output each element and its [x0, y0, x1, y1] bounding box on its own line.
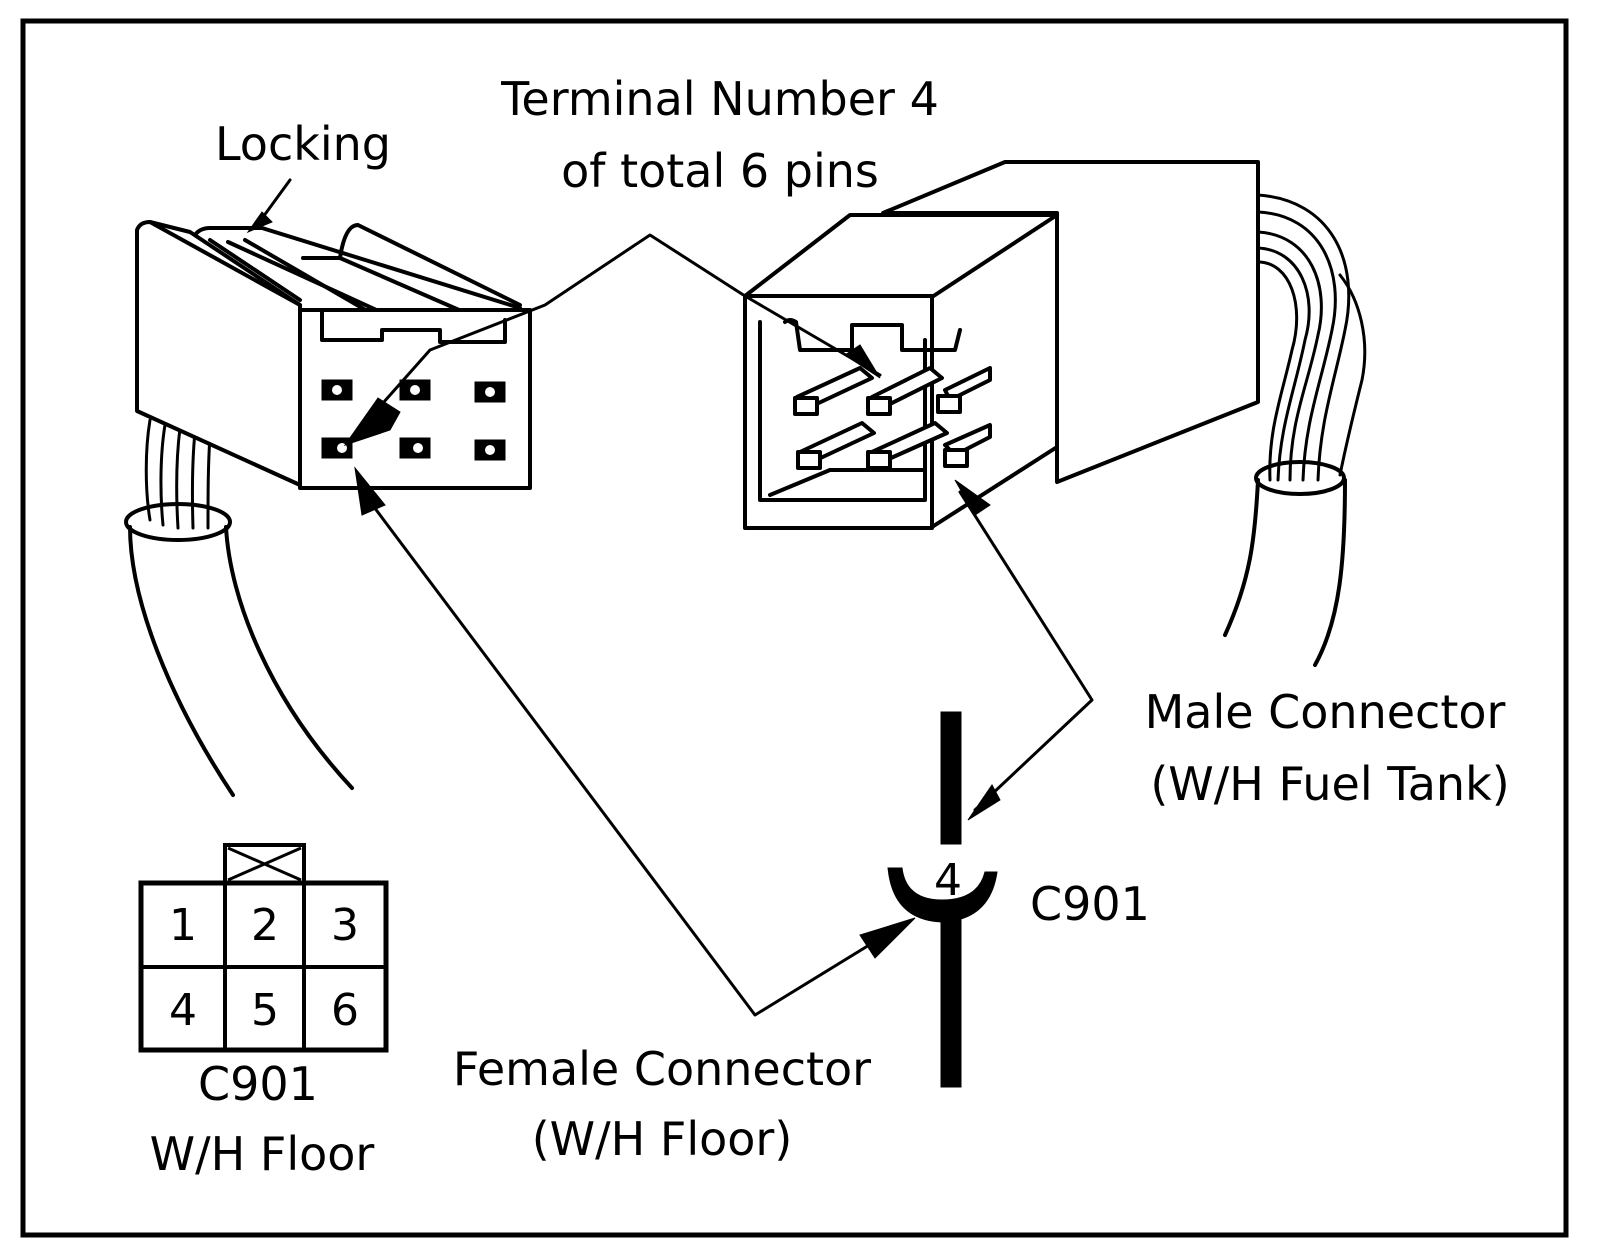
locking-label: Locking: [215, 117, 391, 171]
male-connector-illustration: [743, 160, 1367, 667]
pin-layout-harness: W/H Floor: [150, 1127, 375, 1181]
female-pin-sockets: [321, 379, 506, 461]
pin-layout-connector-id: C901: [198, 1057, 318, 1111]
pin-cell-3: 3: [331, 900, 359, 951]
schematic-junction: 4 C901: [887, 711, 1150, 1088]
male-connector-label-line-2: (W/H Fuel Tank): [1150, 757, 1509, 811]
pin-cell-6: 6: [331, 985, 359, 1036]
pin-cell-5: 5: [251, 985, 279, 1036]
male-wire-segment: [940, 711, 962, 845]
title-line-2: of total 6 pins: [561, 144, 879, 198]
pin-cell-2: 2: [251, 900, 279, 951]
diagram-frame: [20, 18, 1569, 1238]
male-wire-bundle: [1223, 193, 1367, 667]
pin-layout-grid: 1 2 3 4 5 6 C901 W/H Floor: [138, 843, 389, 1181]
female-connector-label-line-1: Female Connector: [453, 1042, 871, 1096]
terminal-leader-lines: [343, 233, 882, 446]
female-wire-bundle: [124, 418, 354, 797]
female-connector-leader: [354, 466, 916, 1017]
title-line-1: Terminal Number 4: [500, 72, 939, 126]
male-connector-leader: [954, 479, 1094, 821]
female-wire-segment: [940, 914, 962, 1088]
pin-cell-1: 1: [169, 900, 197, 951]
junction-terminal-number: 4: [934, 855, 962, 906]
female-cup-symbol: [887, 867, 998, 923]
locking-arrow: [246, 178, 292, 234]
pin-cell-4: 4: [169, 985, 197, 1036]
female-connector-label-line-2: (W/H Floor): [532, 1112, 793, 1166]
junction-connector-id: C901: [1030, 877, 1150, 931]
male-pins: [793, 366, 992, 470]
male-connector-label-line-1: Male Connector: [1145, 685, 1506, 739]
female-connector-illustration: [124, 220, 532, 797]
